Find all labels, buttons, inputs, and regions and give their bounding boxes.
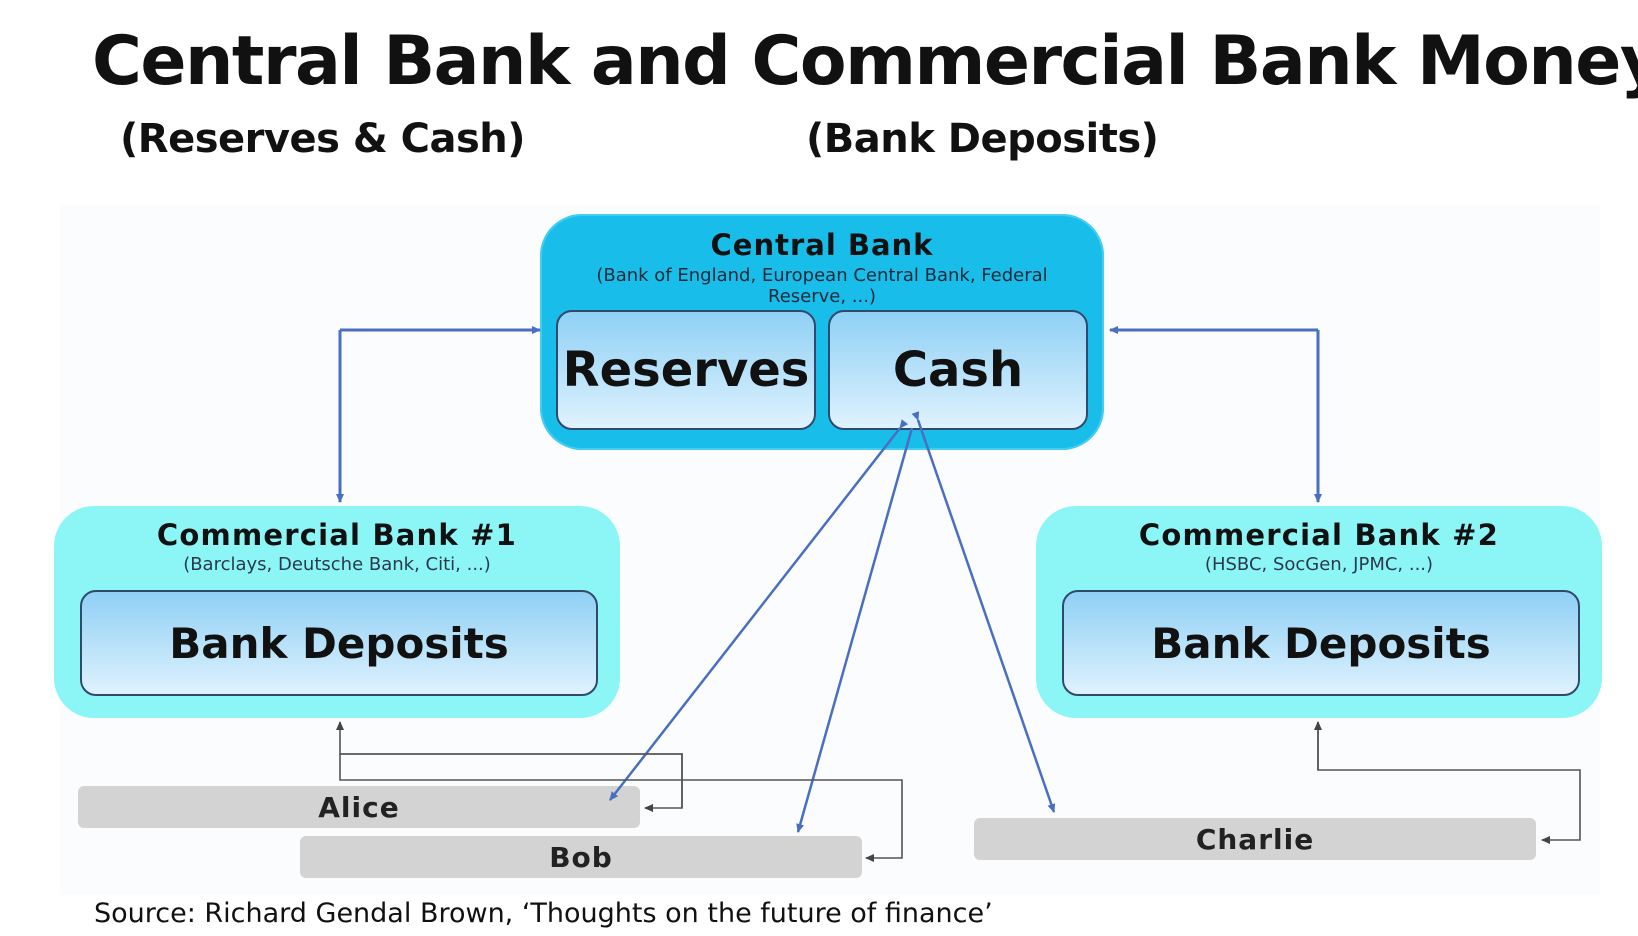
commercial-bank-2-title: Commercial Bank #2 [1138,518,1500,552]
arrow-alice-bank1 [336,721,683,808]
commercial-bank-1-title: Commercial Bank #1 [156,518,518,552]
arrow-cash-alice [609,419,909,801]
commercial-bank-2-subtitle: (HSBC, SocGen, JPMC, ...) [1204,554,1434,575]
commercial-bank-1-node: Commercial Bank #1 (Barclays, Deutsche B… [54,506,620,718]
reserves-box: Reserves [556,310,816,430]
alice-node: Alice [78,786,640,828]
subtitle-bank-deposits: (Bank Deposits) [806,116,1159,162]
commercial-bank-1-subtitle: (Barclays, Deutsche Bank, Citi, ...) [183,554,491,575]
bank-2-deposits-box: Bank Deposits [1062,590,1580,696]
charlie-node: Charlie [974,818,1536,860]
central-bank-title: Central Bank [710,228,934,262]
central-bank-node: Central Bank (Bank of England, European … [540,214,1104,450]
arrow-bank1-alice [340,753,683,812]
arrow-cash-charlie [911,411,1056,813]
commercial-bank-2-node: Commercial Bank #2 (HSBC, SocGen, JPMC, … [1036,506,1602,718]
page-title: Central Bank and Commercial Bank Money [92,22,1638,101]
subtitle-reserves-cash: (Reserves & Cash) [120,116,526,162]
arrow-bank1-bob [339,754,903,862]
bob-node: Bob [300,836,862,878]
arrow-cash-bob [796,427,914,833]
bank-1-deposits-box: Bank Deposits [80,590,598,696]
central-bank-subtitle: (Bank of England, European Central Bank,… [596,265,1048,307]
arrow-bank2-charlie [1317,722,1581,844]
cash-box: Cash [828,310,1088,430]
source-citation: Source: Richard Gendal Brown, ‘Thoughts … [94,898,993,929]
